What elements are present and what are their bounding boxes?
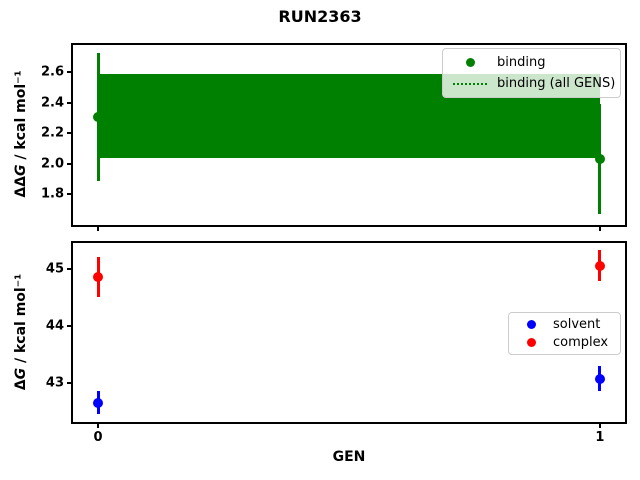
g-symbol: G bbox=[13, 164, 29, 176]
x-tick-label: 1 bbox=[595, 430, 605, 445]
y-tick-mark bbox=[67, 268, 71, 271]
legend-label-binding: binding bbox=[497, 55, 546, 70]
x-tick-mark bbox=[598, 424, 601, 428]
y-tick-label: 43 bbox=[45, 375, 64, 391]
top-legend: binding binding (all GENS) bbox=[442, 48, 621, 98]
y-tick-label: 2.4 bbox=[40, 95, 64, 111]
figure-title: RUN2363 bbox=[278, 7, 362, 26]
y-tick-mark bbox=[67, 382, 71, 385]
y-tick-label: 45 bbox=[45, 261, 64, 277]
legend-label-solvent: solvent bbox=[553, 316, 601, 332]
delta-symbol: ΔΔ bbox=[13, 175, 29, 198]
complex-marker-icon bbox=[526, 338, 536, 348]
legend-handle bbox=[519, 319, 543, 329]
top-y-axis-label: ΔΔG / kcal mol⁻¹ bbox=[13, 70, 29, 197]
top-axes-binding-plot: 1.8 2.0 2.2 2.4 2.6 bbox=[41, 43, 627, 231]
legend-entry-binding-all-gens: binding (all GENS) bbox=[443, 76, 620, 91]
y-tick-label: 2.2 bbox=[40, 125, 64, 141]
legend-entry-complex: complex bbox=[509, 335, 620, 350]
legend-label-binding-all-gens: binding (all GENS) bbox=[497, 76, 616, 91]
units-text: / kcal mol⁻¹ bbox=[13, 273, 29, 368]
x-axis-label: GEN bbox=[332, 449, 366, 465]
legend-label-complex: complex bbox=[553, 335, 609, 351]
delta-symbol: Δ bbox=[13, 379, 29, 391]
solvent-marker bbox=[93, 397, 104, 408]
x-tick-mark bbox=[97, 227, 100, 231]
y-tick-mark bbox=[67, 71, 71, 74]
bottom-y-axis-label: ΔG / kcal mol⁻¹ bbox=[13, 274, 29, 390]
solvent-marker-icon bbox=[526, 319, 536, 329]
g-symbol: G bbox=[13, 367, 29, 380]
bottom-legend: solvent complex bbox=[508, 312, 621, 355]
y-tick-label: 44 bbox=[45, 318, 64, 334]
y-tick-label: 1.8 bbox=[40, 186, 64, 202]
binding-marker bbox=[594, 154, 605, 165]
y-tick-label: 2.0 bbox=[40, 156, 64, 172]
legend-entry-binding: binding bbox=[443, 55, 620, 70]
binding-marker-icon bbox=[465, 58, 475, 67]
complex-marker bbox=[93, 272, 104, 283]
x-tick-mark bbox=[598, 227, 601, 231]
legend-handle bbox=[453, 82, 487, 85]
y-tick-mark bbox=[67, 101, 71, 104]
y-tick-mark bbox=[67, 193, 71, 196]
y-tick-mark bbox=[67, 132, 71, 135]
x-tick-mark bbox=[97, 424, 100, 428]
legend-handle bbox=[453, 58, 487, 67]
y-tick-mark bbox=[67, 162, 71, 165]
x-tick-label: 0 bbox=[93, 430, 103, 445]
band-center-line bbox=[98, 114, 600, 117]
binding-marker bbox=[93, 111, 104, 122]
legend-handle bbox=[519, 338, 543, 348]
bottom-axes-solvent-complex-plot: 43 44 45 0 1 bbox=[46, 241, 627, 445]
y-tick-mark bbox=[67, 325, 71, 328]
complex-marker bbox=[594, 260, 605, 271]
legend-entry-solvent: solvent bbox=[509, 317, 620, 332]
solvent-marker bbox=[594, 373, 605, 384]
dotted-line-icon bbox=[453, 82, 487, 85]
units-text: / kcal mol⁻¹ bbox=[13, 70, 29, 165]
y-tick-label: 2.6 bbox=[40, 64, 64, 80]
